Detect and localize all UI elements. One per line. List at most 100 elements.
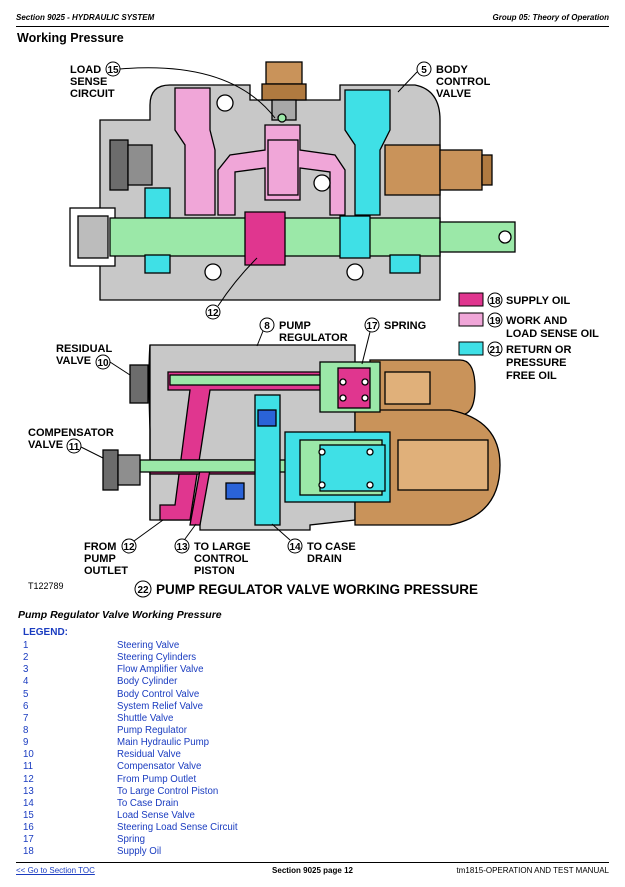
- legend-item: 14 To Case Drain: [23, 798, 238, 810]
- legend-label: Steering Load Sense Circuit: [117, 822, 238, 834]
- body-control-valve-section: [69, 61, 516, 301]
- oil-color-key: 18 SUPPLY OIL 19 WORK AND LOAD SENSE OIL…: [458, 292, 599, 382]
- legend-item: 13 To Large Control Piston: [23, 786, 238, 798]
- callout-number: 14: [289, 542, 301, 553]
- legend-number: 8: [23, 724, 29, 736]
- callout-text: DRAIN: [307, 553, 342, 565]
- callout-number: 13: [176, 542, 188, 553]
- hydraulic-diagram: LOAD SENSE CIRCUIT 15 5 BODY CONTROL VAL…: [28, 61, 599, 598]
- legend-number: 3: [23, 664, 29, 676]
- callout-text: VALVE: [28, 439, 63, 451]
- legend-label: Pump Regulator: [117, 724, 188, 736]
- legend-number: 9: [23, 737, 29, 749]
- figure-number: 22: [137, 585, 149, 596]
- legend-label: Body Cylinder: [117, 676, 178, 688]
- legend-number: 16: [23, 822, 34, 834]
- callout-to-case-drain: 14 TO CASE DRAIN: [271, 523, 356, 565]
- legend-title: LEGEND:: [23, 627, 68, 638]
- legend-label: System Relief Valve: [117, 700, 203, 712]
- callout-text: SPRING: [384, 320, 426, 332]
- legend-label: Spring: [117, 834, 146, 846]
- toc-link[interactable]: << Go to Section TOC: [16, 866, 95, 875]
- key-label: FREE OIL: [506, 370, 557, 382]
- legend-number: 17: [23, 834, 34, 846]
- legend-number: 2: [23, 652, 29, 664]
- legend-label: Load Sense Valve: [117, 809, 195, 821]
- legend-label: Compensator Valve: [117, 761, 202, 773]
- callout-text: VALVE: [436, 88, 471, 100]
- callout-residual-valve: RESIDUAL VALVE 10: [56, 343, 131, 376]
- key-label: PRESSURE: [506, 357, 567, 369]
- legend-number: 5: [23, 688, 29, 700]
- legend-number: 1: [23, 640, 29, 651]
- page-footer: << Go to Section TOC Section 9025 page 1…: [16, 866, 609, 880]
- callout-text: PUMP: [84, 553, 116, 565]
- callout-number: 8: [264, 321, 270, 332]
- callout-spring: 17 SPRING: [361, 317, 426, 365]
- legend-item: 5 Body Control Valve: [23, 689, 238, 701]
- legend-label: Supply Oil: [117, 846, 162, 858]
- legend-item: 18 Supply Oil: [23, 846, 238, 858]
- legend-number: 15: [23, 809, 34, 821]
- legend-label: To Case Drain: [117, 797, 179, 809]
- key-label: SUPPLY OIL: [506, 295, 570, 307]
- legend-label: To Large Control Piston: [117, 785, 219, 797]
- callout-text: PISTON: [194, 565, 235, 577]
- legend-number: 13: [23, 785, 34, 797]
- legend-number: 12: [23, 773, 34, 785]
- legend-label: Shuttle Valve: [117, 712, 174, 724]
- key-label: WORK AND: [506, 315, 567, 327]
- legend-number: 18: [23, 846, 34, 858]
- figure-title: 22 PUMP REGULATOR VALVE WORKING PRESSURE: [134, 580, 478, 598]
- legend-item: 1 Steering Valve: [23, 640, 238, 652]
- legend-label: Steering Valve: [117, 640, 180, 651]
- manual-name: tm1815-OPERATION AND TEST MANUAL: [456, 866, 609, 875]
- regulator-callouts: 8 PUMP REGULATOR 17 SPRING RESIDUAL VALV…: [28, 317, 426, 577]
- callout-text: VALVE: [56, 355, 91, 367]
- legend-number: 10: [23, 749, 34, 761]
- callout-compensator-valve: COMPENSATOR VALVE 11: [28, 427, 114, 459]
- callout-body-control-valve: 5 BODY CONTROL VALVE: [397, 61, 491, 100]
- callout-text: SENSE: [70, 76, 107, 88]
- callout-text: OUTLET: [84, 565, 128, 577]
- page-title: Working Pressure: [17, 31, 124, 45]
- legend-item: 8 Pump Regulator: [23, 725, 238, 737]
- callout-text: FROM: [84, 541, 116, 553]
- callout-number: 17: [366, 321, 378, 332]
- legend-label: From Pump Outlet: [117, 773, 197, 785]
- callout-12-top: 12: [205, 257, 258, 320]
- callout-number: 15: [107, 65, 119, 76]
- legend-number: 11: [23, 761, 34, 773]
- legend-item: 12 From Pump Outlet: [23, 774, 238, 786]
- figure-title-text: PUMP REGULATOR VALVE WORKING PRESSURE: [156, 582, 478, 597]
- group-label: Group 05: Theory of Operation: [492, 13, 609, 22]
- legend-label: Body Control Valve: [117, 688, 200, 700]
- legend-number: 4: [23, 676, 29, 688]
- callout-to-large-control-piston: 13 TO LARGE CONTROL PISTON: [174, 523, 251, 577]
- callout-text: TO CASE: [307, 541, 356, 553]
- callout-text: REGULATOR: [279, 332, 348, 344]
- key-number: 18: [489, 296, 501, 307]
- legend-item: 11 Compensator Valve: [23, 761, 238, 773]
- key-number: 21: [489, 345, 501, 356]
- callout-number: 12: [123, 542, 135, 553]
- callout-number: 10: [97, 358, 109, 369]
- page-header: Section 9025 - HYDRAULIC SYSTEM Group 05…: [16, 13, 609, 27]
- callout-text: CIRCUIT: [70, 88, 115, 100]
- callout-text: RESIDUAL: [56, 343, 113, 355]
- image-id: T122789: [28, 581, 64, 591]
- callout-number: 11: [69, 442, 80, 453]
- callout-text: BODY: [436, 64, 468, 76]
- pump-regulator-section: [102, 344, 501, 531]
- callout-text: TO LARGE: [194, 541, 251, 553]
- footer-divider: [16, 862, 609, 863]
- section-label: Section 9025 - HYDRAULIC SYSTEM: [16, 13, 155, 22]
- key-number: 19: [489, 316, 501, 327]
- legend-item: 15 Load Sense Valve: [23, 810, 238, 822]
- legend-number: 14: [23, 797, 34, 809]
